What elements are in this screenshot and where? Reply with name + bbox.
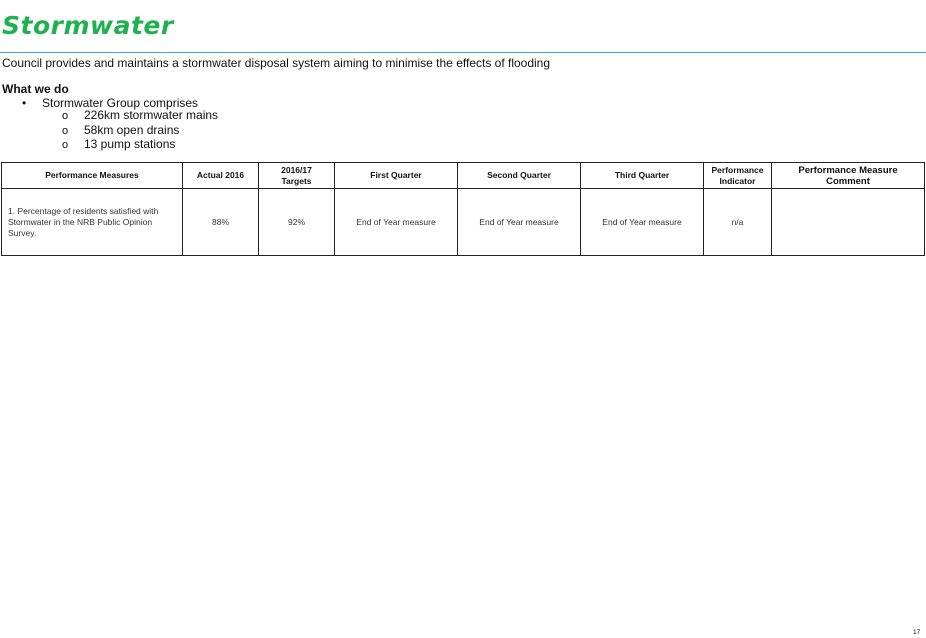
cell-indicator: n/a [703,188,772,256]
bullet-item: • Stormwater Group comprises [22,96,198,110]
sub-list-label: 226km stormwater mains [84,108,219,122]
table-row: 1. Percentage of residents satisfied wit… [1,188,925,256]
cell-comment [771,188,925,256]
header-comment: Performance Measure Comment [771,162,925,189]
sub-list-label: 13 pump stations [84,137,176,151]
title-divider [0,52,926,53]
header-targets-line1: 2016/17 [281,164,312,175]
cell-target: 92% [258,188,335,256]
sub-list-item: o 58km open drains [62,122,218,139]
cell-q2: End of Year measure [457,188,581,256]
circle-bullet-icon: o [62,110,69,122]
sub-list-label: 58km open drains [84,122,180,137]
intro-text: Council provides and maintains a stormwa… [2,56,551,70]
cell-actual: 88% [182,188,259,256]
header-q1: First Quarter [334,162,458,189]
sub-list-item: o 13 pump stations [62,137,218,153]
header-indicator-line2: Indicator [719,175,756,186]
header-measures: Performance Measures [1,162,183,189]
page-number: 17 [913,629,921,636]
cell-q1: End of Year measure [334,188,458,256]
cell-q3: End of Year measure [580,188,704,256]
page-title: Stormwater [2,11,174,40]
bullet-label: Stormwater Group comprises [42,96,199,110]
circle-bullet-icon: o [62,139,69,151]
cell-measure: 1. Percentage of residents satisfied wit… [1,188,183,256]
circle-bullet-icon: o [62,124,69,137]
header-indicator-line1: Performance [711,164,764,175]
bullet-icon: • [22,96,27,110]
table-header-row: Performance Measures Actual 2016 2016/17… [1,162,925,189]
header-targets-line2: Targets [281,175,312,186]
header-actual: Actual 2016 [182,162,259,189]
what-we-do-heading: What we do [2,82,69,96]
header-q3: Third Quarter [580,162,704,189]
header-q2: Second Quarter [457,162,581,189]
sub-list-item: o 226km stormwater mains [62,108,219,124]
sub-list: o 226km stormwater mains o 58km open drain… [62,108,219,153]
performance-table: Performance Measures Actual 2016 2016/17… [1,162,925,256]
